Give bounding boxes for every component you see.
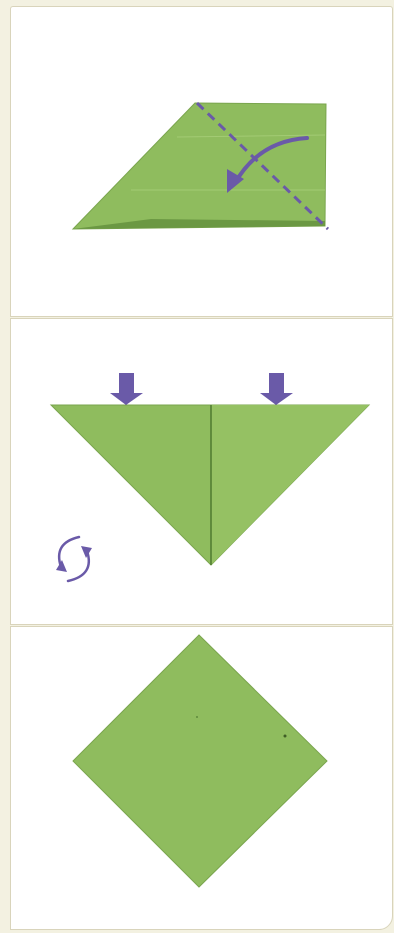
step-2-diagram — [10, 319, 393, 625]
paper-right-half-shade — [211, 405, 369, 565]
step-3-diagram — [10, 627, 393, 930]
paper-speck — [284, 735, 287, 738]
step-panel-2 — [10, 318, 393, 625]
push-down-arrow-right-icon — [260, 373, 293, 405]
paper-speck — [196, 716, 198, 718]
folded-paper — [73, 103, 326, 229]
step-panel-3 — [10, 626, 393, 930]
push-down-arrow-left-icon — [110, 373, 143, 405]
step-1-diagram — [10, 7, 393, 317]
turn-over-icon — [56, 537, 92, 581]
diamond-paper — [73, 635, 327, 887]
step-panel-1 — [10, 6, 393, 317]
